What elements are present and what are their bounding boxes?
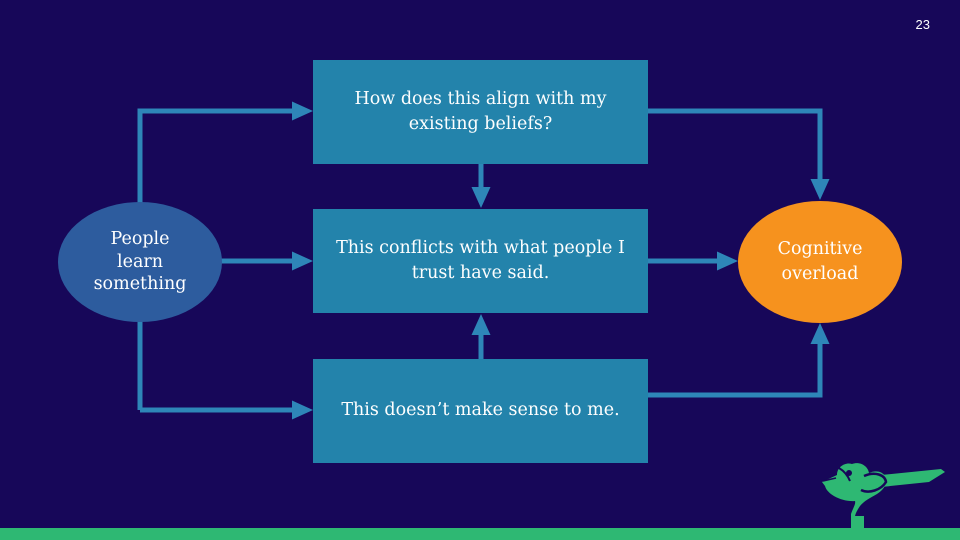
bird-head-marking	[838, 467, 851, 482]
page-number: 23	[915, 17, 930, 32]
box-doesnt-make-sense: This doesn’t make sense to me.	[313, 359, 648, 463]
box-label: This doesn’t make sense to me.	[341, 400, 620, 421]
arrow-box1-to-end	[648, 108, 823, 181]
box-label: How does this align with my existing bel…	[354, 88, 607, 134]
arrow-box3-to-end	[648, 342, 823, 398]
node-cognitive-overload: Cognitive overload	[738, 201, 902, 323]
node-label: People learn something	[93, 229, 187, 295]
bird-logo	[822, 463, 945, 528]
bird-beak-line	[822, 477, 837, 482]
box-align-with-beliefs: How does this align with my existing bel…	[313, 60, 648, 164]
box-conflicts-with-trusted: This conflicts with what people I trust …	[313, 209, 648, 313]
node-people-learn-something: People learn something	[58, 202, 222, 322]
node-label: Cognitive overload	[777, 238, 863, 284]
box-label: This conflicts with what people I trust …	[336, 237, 625, 283]
bird-body	[822, 463, 887, 528]
bird-wing	[860, 472, 888, 493]
arrow-heads	[292, 101, 830, 420]
footer-bar	[0, 528, 960, 540]
bird-tail	[871, 469, 945, 487]
